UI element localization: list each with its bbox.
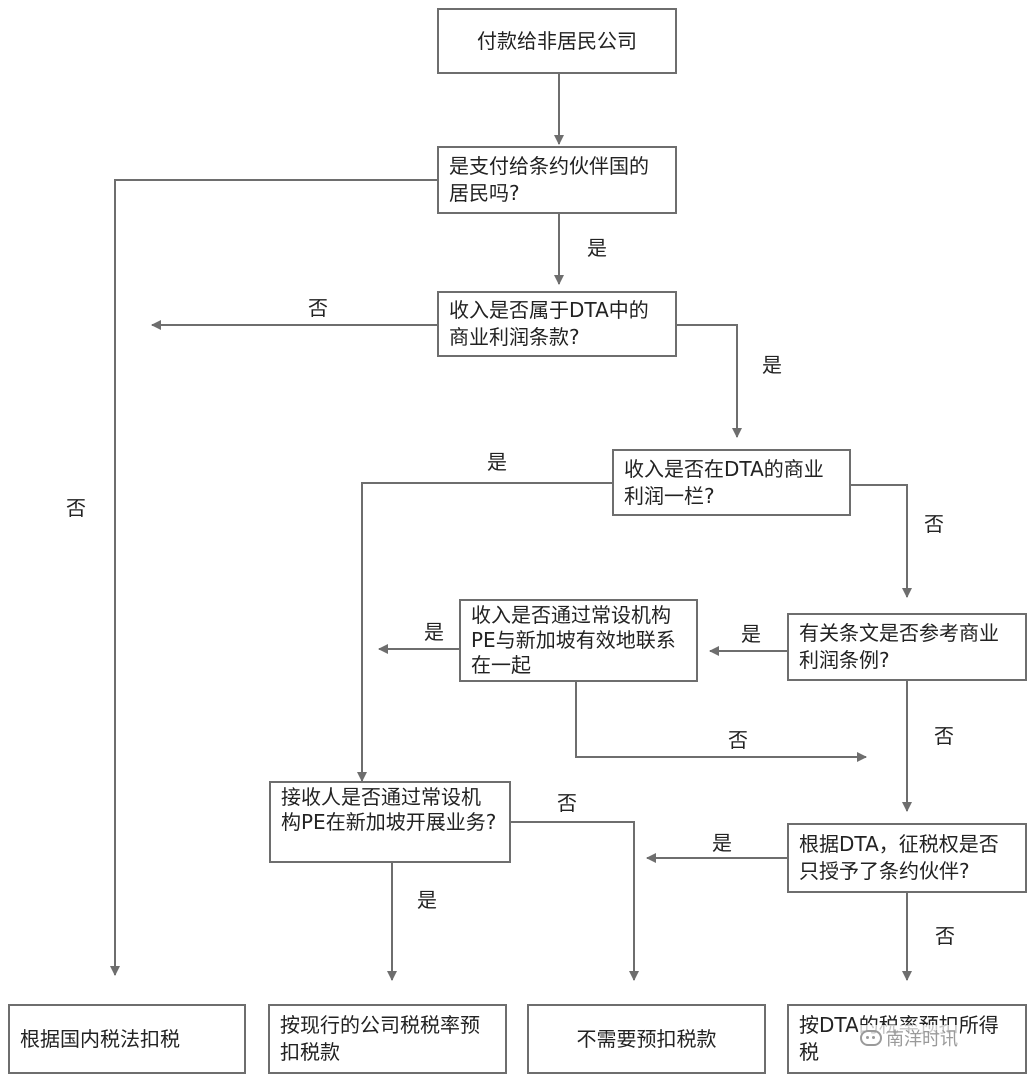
- label-yes-in-column: 是: [487, 450, 507, 474]
- watermark: 南洋时讯: [858, 1025, 960, 1051]
- arrow-pe-connected-no: [575, 681, 867, 762]
- node-start: 付款给非居民公司: [437, 8, 677, 74]
- node-end-corporate-rate-text: 按现行的公司税税率预扣税款: [280, 1013, 480, 1064]
- node-end-no-withholding: 不需要预扣税款: [527, 1004, 766, 1074]
- node-end-domestic: 根据国内税法扣税: [8, 1004, 246, 1074]
- label-no-pe-connected: 否: [728, 728, 748, 752]
- label-no-recipient-pe: 否: [557, 791, 577, 815]
- node-q-refers-article-text: 有关条文是否参考商业利润条例?: [799, 621, 999, 672]
- arrow-resident-no-to-domestic: [110, 179, 437, 976]
- node-q-refers-article: 有关条文是否参考商业利润条例?: [787, 613, 1027, 681]
- node-q-in-column-text: 收入是否在DTA的商业利润一栏?: [624, 456, 824, 508]
- node-q-taxing-right-text: 根据DTA，征税权是否只授予了条约伙伴?: [799, 832, 999, 883]
- arrow-column-no-to-refers-article: [851, 484, 912, 598]
- node-end-domestic-text: 根据国内税法扣税: [20, 1026, 180, 1051]
- label-yes-business-profit: 是: [762, 353, 782, 377]
- label-yes-refers-article: 是: [741, 622, 761, 646]
- node-end-corporate-rate: 按现行的公司税税率预扣税款: [268, 1004, 507, 1074]
- label-no-in-column: 否: [924, 512, 944, 536]
- label-no-business-profit: 否: [308, 296, 328, 320]
- label-yes-recipient-pe: 是: [417, 888, 437, 912]
- node-start-text: 付款给非居民公司: [477, 28, 637, 53]
- arrow-business-profit-yes-to-column: [677, 324, 742, 438]
- label-yes-taxing-right: 是: [712, 831, 732, 855]
- node-q-taxing-right: 根据DTA，征税权是否只授予了条约伙伴?: [787, 823, 1027, 893]
- node-q-resident-text: 是支付给条约伙伴国的居民吗?: [449, 154, 649, 205]
- label-no-resident: 否: [66, 496, 86, 520]
- label-no-taxing-right: 否: [935, 924, 955, 948]
- node-q-business-profit-text: 收入是否属于DTA中的商业利润条款?: [449, 298, 649, 349]
- label-no-refers-article: 否: [934, 724, 954, 748]
- node-q-recipient-pe: 接收人是否通过常设机构PE在新加坡开展业务?: [269, 781, 511, 863]
- wechat-icon: [860, 1030, 882, 1046]
- node-end-no-withholding-text: 不需要预扣税款: [576, 1026, 717, 1051]
- node-q-in-column: 收入是否在DTA的商业利润一栏?: [612, 449, 851, 516]
- label-yes-pe-connected: 是: [424, 620, 444, 644]
- node-q-pe-connected: 收入是否通过常设机构PE与新加坡有效地联系在一起: [459, 599, 698, 682]
- node-q-resident: 是支付给条约伙伴国的居民吗?: [437, 146, 677, 214]
- label-yes-resident: 是: [587, 236, 607, 260]
- arrow-recipient-pe-no-to-no-withholding: [510, 821, 639, 981]
- arrow-column-yes-to-recipient-pe: [357, 482, 612, 782]
- node-q-business-profit: 收入是否属于DTA中的商业利润条款?: [437, 291, 677, 357]
- watermark-text: 南洋时讯: [886, 1029, 958, 1050]
- node-q-recipient-pe-text: 接收人是否通过常设机构PE在新加坡开展业务?: [281, 785, 497, 834]
- node-q-pe-connected-text: 收入是否通过常设机构PE与新加坡有效地联系在一起: [471, 603, 676, 677]
